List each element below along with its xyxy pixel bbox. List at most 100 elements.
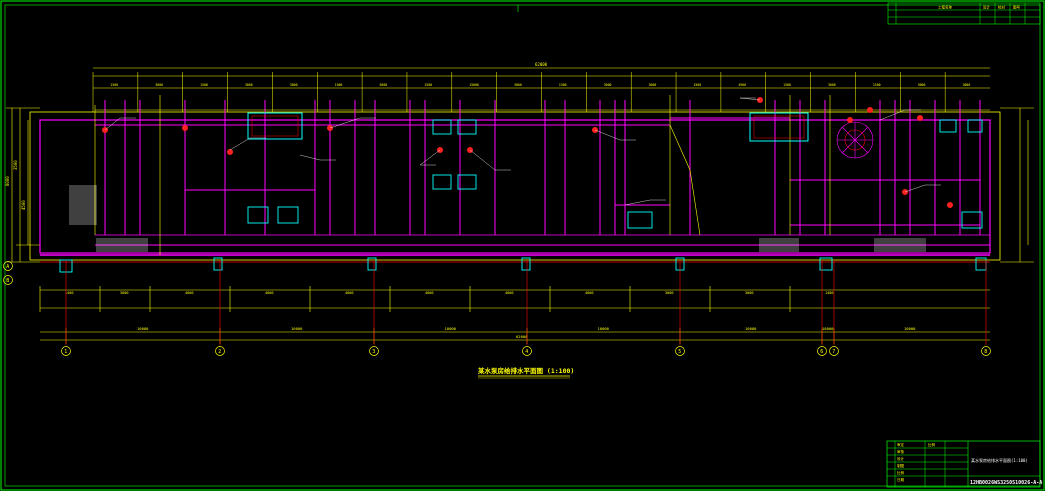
- axis-label-3: 3: [372, 349, 375, 355]
- top-dimension-text: 3000: [963, 83, 971, 87]
- axis-dimension-text: 10000: [445, 326, 457, 331]
- title-block-row-5: 比例: [897, 470, 905, 475]
- horizontal-pipe-runs: [95, 117, 990, 246]
- bottom-dimension-text: 4000: [425, 291, 433, 295]
- title-block-drawing-number: 12HB0026WS3250S10026-A-A: [970, 480, 1042, 486]
- total-dimension-text: 62000: [516, 334, 528, 339]
- annotation-leader: [879, 109, 921, 121]
- tank-left: [247, 112, 303, 140]
- top-dimension-text: 1500: [335, 83, 343, 87]
- top-dimension-text: 5000: [380, 83, 388, 87]
- building-walls: [29, 111, 1001, 263]
- annotation-leader: [329, 117, 376, 129]
- annotation-leader: [299, 154, 336, 161]
- title-block-row-6: 日期: [897, 477, 905, 482]
- bottom-dimension-lines: [40, 289, 990, 341]
- annotation-leader: [739, 97, 761, 101]
- bottom-dimension-text: 4000: [585, 291, 593, 295]
- title-block-scale: 比例: [928, 442, 936, 447]
- axis-bubble-1: 1: [61, 346, 71, 356]
- axis-bubble-6: 6: [817, 346, 827, 356]
- bottom-dimension-text: 1400: [65, 291, 73, 295]
- top-dimension-text: 4900: [738, 83, 746, 87]
- pipe-marker: [227, 149, 233, 155]
- axis-label-6: 6: [820, 349, 823, 355]
- axis-label-7: 7: [832, 349, 835, 355]
- pipe-marker: [947, 202, 953, 208]
- tank-right: [749, 112, 809, 142]
- annotation-leader: [469, 149, 511, 171]
- annotation-leader: [419, 149, 441, 166]
- axis-label-1: 1: [64, 349, 67, 355]
- axis-bubble-8: 8: [981, 346, 991, 356]
- annotation-leaders: [104, 97, 941, 206]
- title-block-project-name: 某水泵房给排水平面图(1:100): [971, 457, 1028, 463]
- top-dimension-text: 3000: [514, 83, 522, 87]
- title-block-row-1: 审定: [897, 442, 905, 447]
- row-axis-b-label: B: [6, 278, 9, 284]
- bottom-dimension-text: 3000: [745, 291, 753, 295]
- bottom-dimension-text: 4000: [345, 291, 353, 295]
- axis-dimension-text: 10000: [137, 326, 149, 331]
- pipe-marker: [847, 117, 853, 123]
- title-block: 审定 审核 设计 制图 比例 日期 比例 某水泵房给排水平面图(1:100) 1…: [886, 440, 1042, 488]
- axis-bubble-3: 3: [369, 346, 379, 356]
- top-dimension-text: 1500: [873, 83, 881, 87]
- top-dimension-text: 1500: [110, 83, 118, 87]
- bottom-dimension-text: 1400: [825, 291, 833, 295]
- annotation-leader: [904, 184, 941, 193]
- top-dimension-text: 3000: [918, 83, 926, 87]
- left-dim-2: 3500: [13, 160, 18, 170]
- top-strip-header-4: 图号: [1013, 5, 1021, 10]
- top-strip-header-1: 工程名称: [938, 5, 952, 10]
- right-dimension-lines: [1000, 107, 1034, 263]
- axis-label-8: 8: [984, 349, 987, 355]
- top-dimension-text: 1500: [693, 83, 701, 87]
- axis-dimension-text: 10000: [598, 326, 610, 331]
- drawing-title: 某水泵房给排水平面图 (1:100): [478, 366, 574, 375]
- axis-label-4: 4: [525, 349, 528, 355]
- top-dimension-text: 1500: [783, 83, 791, 87]
- top-dimension-text: 1500: [200, 83, 208, 87]
- top-dimension-text: 3000: [245, 83, 253, 87]
- axis-bubble-2: 2: [215, 346, 225, 356]
- pipe-marker: [867, 107, 873, 113]
- top-title-strip: 工程名称 设计 校对 图号: [887, 2, 1041, 25]
- interior-pipe-lines: [104, 100, 981, 235]
- top-dimension-text: 3000: [290, 83, 298, 87]
- axis-dimension-text: 10000: [745, 326, 757, 331]
- top-strip-header-2: 设计: [983, 5, 991, 10]
- overall-dimension-top: 62000: [535, 62, 548, 67]
- axis-dimension-text: 10000: [904, 326, 916, 331]
- annotation-leader: [594, 129, 636, 141]
- pump-fixtures: [59, 119, 987, 273]
- pipe-marker: [182, 125, 188, 131]
- row-axis-a-label: A: [6, 264, 9, 270]
- bottom-dimension-text: 4000: [505, 291, 513, 295]
- title-block-row-3: 设计: [897, 456, 905, 461]
- axis-bubble-5: 5: [675, 346, 685, 356]
- title-block-row-4: 制图: [897, 463, 905, 468]
- bottom-dimension-text: 4000: [185, 291, 193, 295]
- left-dim-1: 8000: [5, 176, 10, 186]
- bottom-dimension-text: 10000 10000 10000 10000 10000 10000 10000 62000…: [39, 286, 916, 344]
- inner-border: [4, 4, 1041, 487]
- top-dimension-text: 1500: [559, 83, 567, 87]
- annotation-leader: [104, 117, 136, 131]
- left-dimension-lines: [6, 107, 40, 263]
- top-dimension-text: 3000: [155, 83, 163, 87]
- axis-dimension-text: 10000: [291, 326, 303, 331]
- axis-dimension-text: 10000: [822, 326, 834, 331]
- radial-detail: [836, 121, 874, 159]
- row-axis-b: B: [3, 275, 13, 285]
- bottom-dimension-text: 4000: [265, 291, 273, 295]
- axis-bubble-7: 7: [829, 346, 839, 356]
- top-dimension-text: 15000: [469, 83, 479, 87]
- axis-label-5: 5: [678, 349, 681, 355]
- top-dimension-text: 3000: [828, 83, 836, 87]
- top-dimension-text: 1500: [424, 83, 432, 87]
- top-dimension-text: 3000: [604, 83, 612, 87]
- title-block-row-2: 审核: [897, 449, 905, 454]
